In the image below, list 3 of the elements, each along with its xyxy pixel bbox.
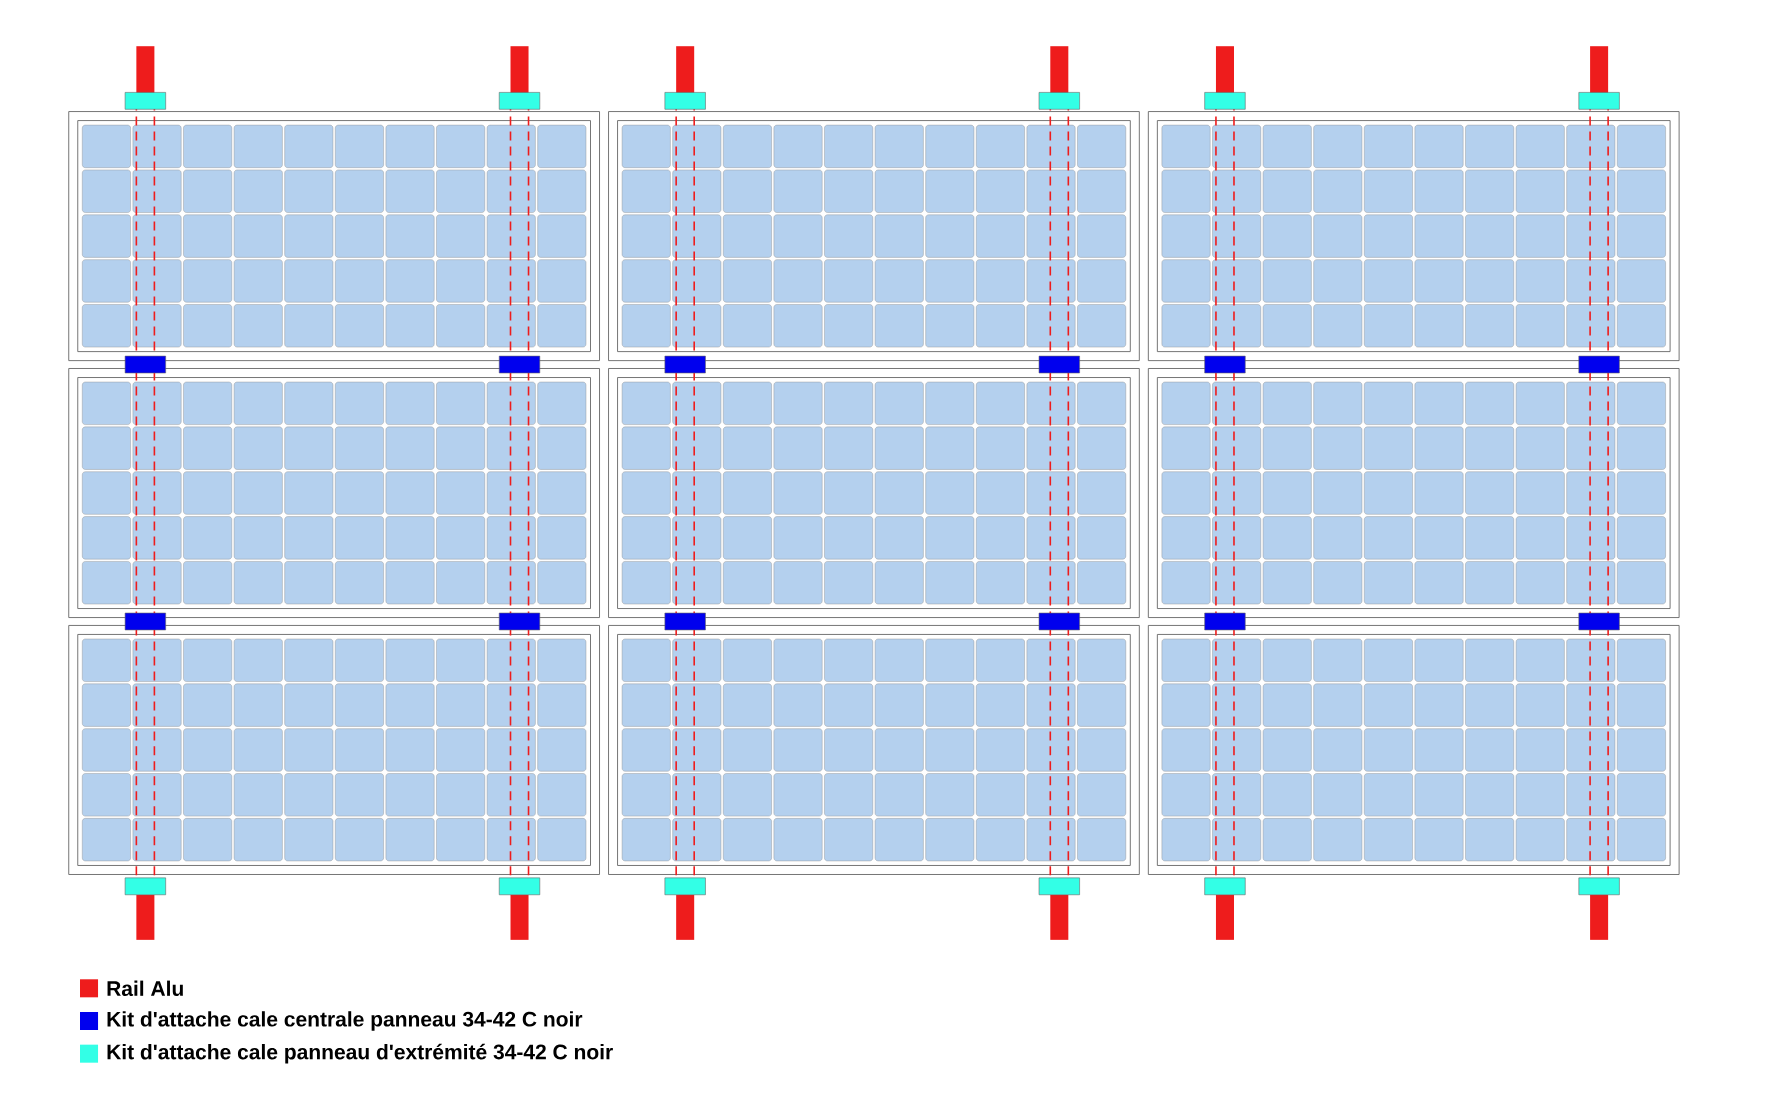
legend-text: Kit d'attache cale centrale panneau 34-42 C noir [107,1011,583,1031]
legend-text: Rail Alu [107,980,183,997]
legend-text: Kit d'attache cale panneau d'extrémité 34-42 C noir [107,1043,613,1064]
